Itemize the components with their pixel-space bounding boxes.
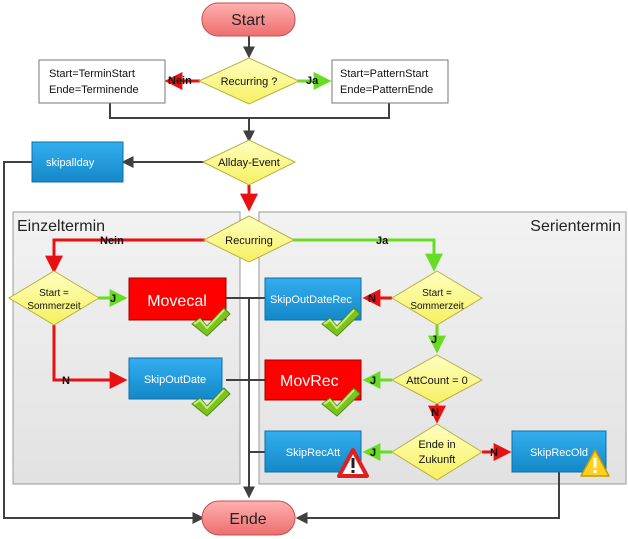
action-skipoutdaterec bbox=[264, 277, 362, 321]
connectors-green bbox=[98, 72, 446, 461]
assign-box-pattern bbox=[331, 59, 449, 104]
edge-label-j-left: J bbox=[110, 293, 116, 305]
decision-recurring-top bbox=[197, 57, 301, 105]
decision-attcount bbox=[390, 354, 484, 405]
edge-label-nein-top: Nein bbox=[168, 75, 192, 87]
decision-recurring-top-label: Recurring ? bbox=[221, 76, 278, 88]
action-skipoutdate bbox=[128, 357, 223, 400]
panel-einzeltermin bbox=[12, 211, 241, 485]
warning-red-icon bbox=[337, 448, 369, 478]
decision-start-sommerzeit-right-line-1: Start = bbox=[422, 288, 452, 299]
edge-label-ja-recurring: Ja bbox=[376, 235, 389, 247]
edge-label-nein-recurring: Nein bbox=[100, 235, 124, 247]
decision-start-sommerzeit-right bbox=[391, 270, 483, 326]
edge-label-n-attcount: N bbox=[431, 407, 439, 419]
assign-pattern-line-1: Start=PatternStart bbox=[340, 68, 428, 80]
action-skiprecatt-label: SkipRecAtt bbox=[286, 447, 340, 459]
action-skipallday-label: skipallday bbox=[46, 157, 95, 169]
connectors-dark bbox=[3, 36, 560, 524]
action-skiprecold-label: SkipRecOld bbox=[530, 447, 588, 459]
connectors-red bbox=[45, 72, 512, 461]
action-movecal bbox=[128, 277, 227, 321]
edge-label-n-left: N bbox=[62, 375, 70, 387]
assign-termin-line-1: Start=TerminStart bbox=[49, 68, 135, 80]
edge-label-n-zukunft: N bbox=[490, 447, 498, 459]
panel-label-serientermin: Serientermin bbox=[530, 218, 621, 235]
action-movrec-label: MovRec bbox=[280, 373, 339, 390]
decision-recurring bbox=[202, 215, 296, 263]
assign-box-termin bbox=[38, 59, 166, 104]
end-terminal bbox=[201, 500, 296, 536]
edge-label-n-right: N bbox=[368, 293, 376, 305]
decision-ende-in-zukunft-line-1: Ende in bbox=[418, 439, 455, 451]
decision-ende-in-zukunft-line-2: Zukunft bbox=[419, 454, 456, 466]
start-terminal bbox=[201, 2, 296, 37]
decision-start-sommerzeit-left-line-2: Sommerzeit bbox=[27, 301, 81, 312]
decision-ende-in-zukunft bbox=[391, 423, 483, 481]
edge-label-j-attcount: J bbox=[370, 375, 376, 387]
decision-attcount-label: AttCount = 0 bbox=[406, 375, 467, 387]
decision-start-sommerzeit-left bbox=[8, 270, 100, 326]
action-skipoutdaterec-label: SkipOutDateRec bbox=[270, 294, 352, 306]
start-terminal-label: Start bbox=[231, 12, 265, 29]
action-movrec bbox=[264, 359, 362, 401]
decision-recurring-label: Recurring bbox=[225, 235, 273, 247]
action-skipoutdate-label: SkipOutDate bbox=[144, 374, 206, 386]
assign-pattern-line-2: Ende=PatternEnde bbox=[340, 84, 433, 96]
edge-label-j-right: J bbox=[431, 334, 437, 346]
action-skipallday bbox=[31, 141, 124, 183]
action-movecal-label: Movecal bbox=[147, 293, 207, 310]
end-terminal-label: Ende bbox=[229, 511, 266, 528]
panel-label-einzeltermin: Einzeltermin bbox=[17, 218, 105, 235]
decision-allday-label: Allday-Event bbox=[218, 157, 280, 169]
edge-label-ja-top: Ja bbox=[306, 75, 319, 87]
decision-start-sommerzeit-right-line-2: Sommerzeit bbox=[410, 301, 464, 312]
edge-label-j-zukunft: J bbox=[370, 447, 376, 459]
decision-allday bbox=[201, 139, 297, 186]
assign-termin-line-2: Ende=Terminende bbox=[49, 84, 139, 96]
decision-start-sommerzeit-left-line-1: Start = bbox=[39, 288, 69, 299]
warning-yellow-icon bbox=[580, 449, 610, 477]
